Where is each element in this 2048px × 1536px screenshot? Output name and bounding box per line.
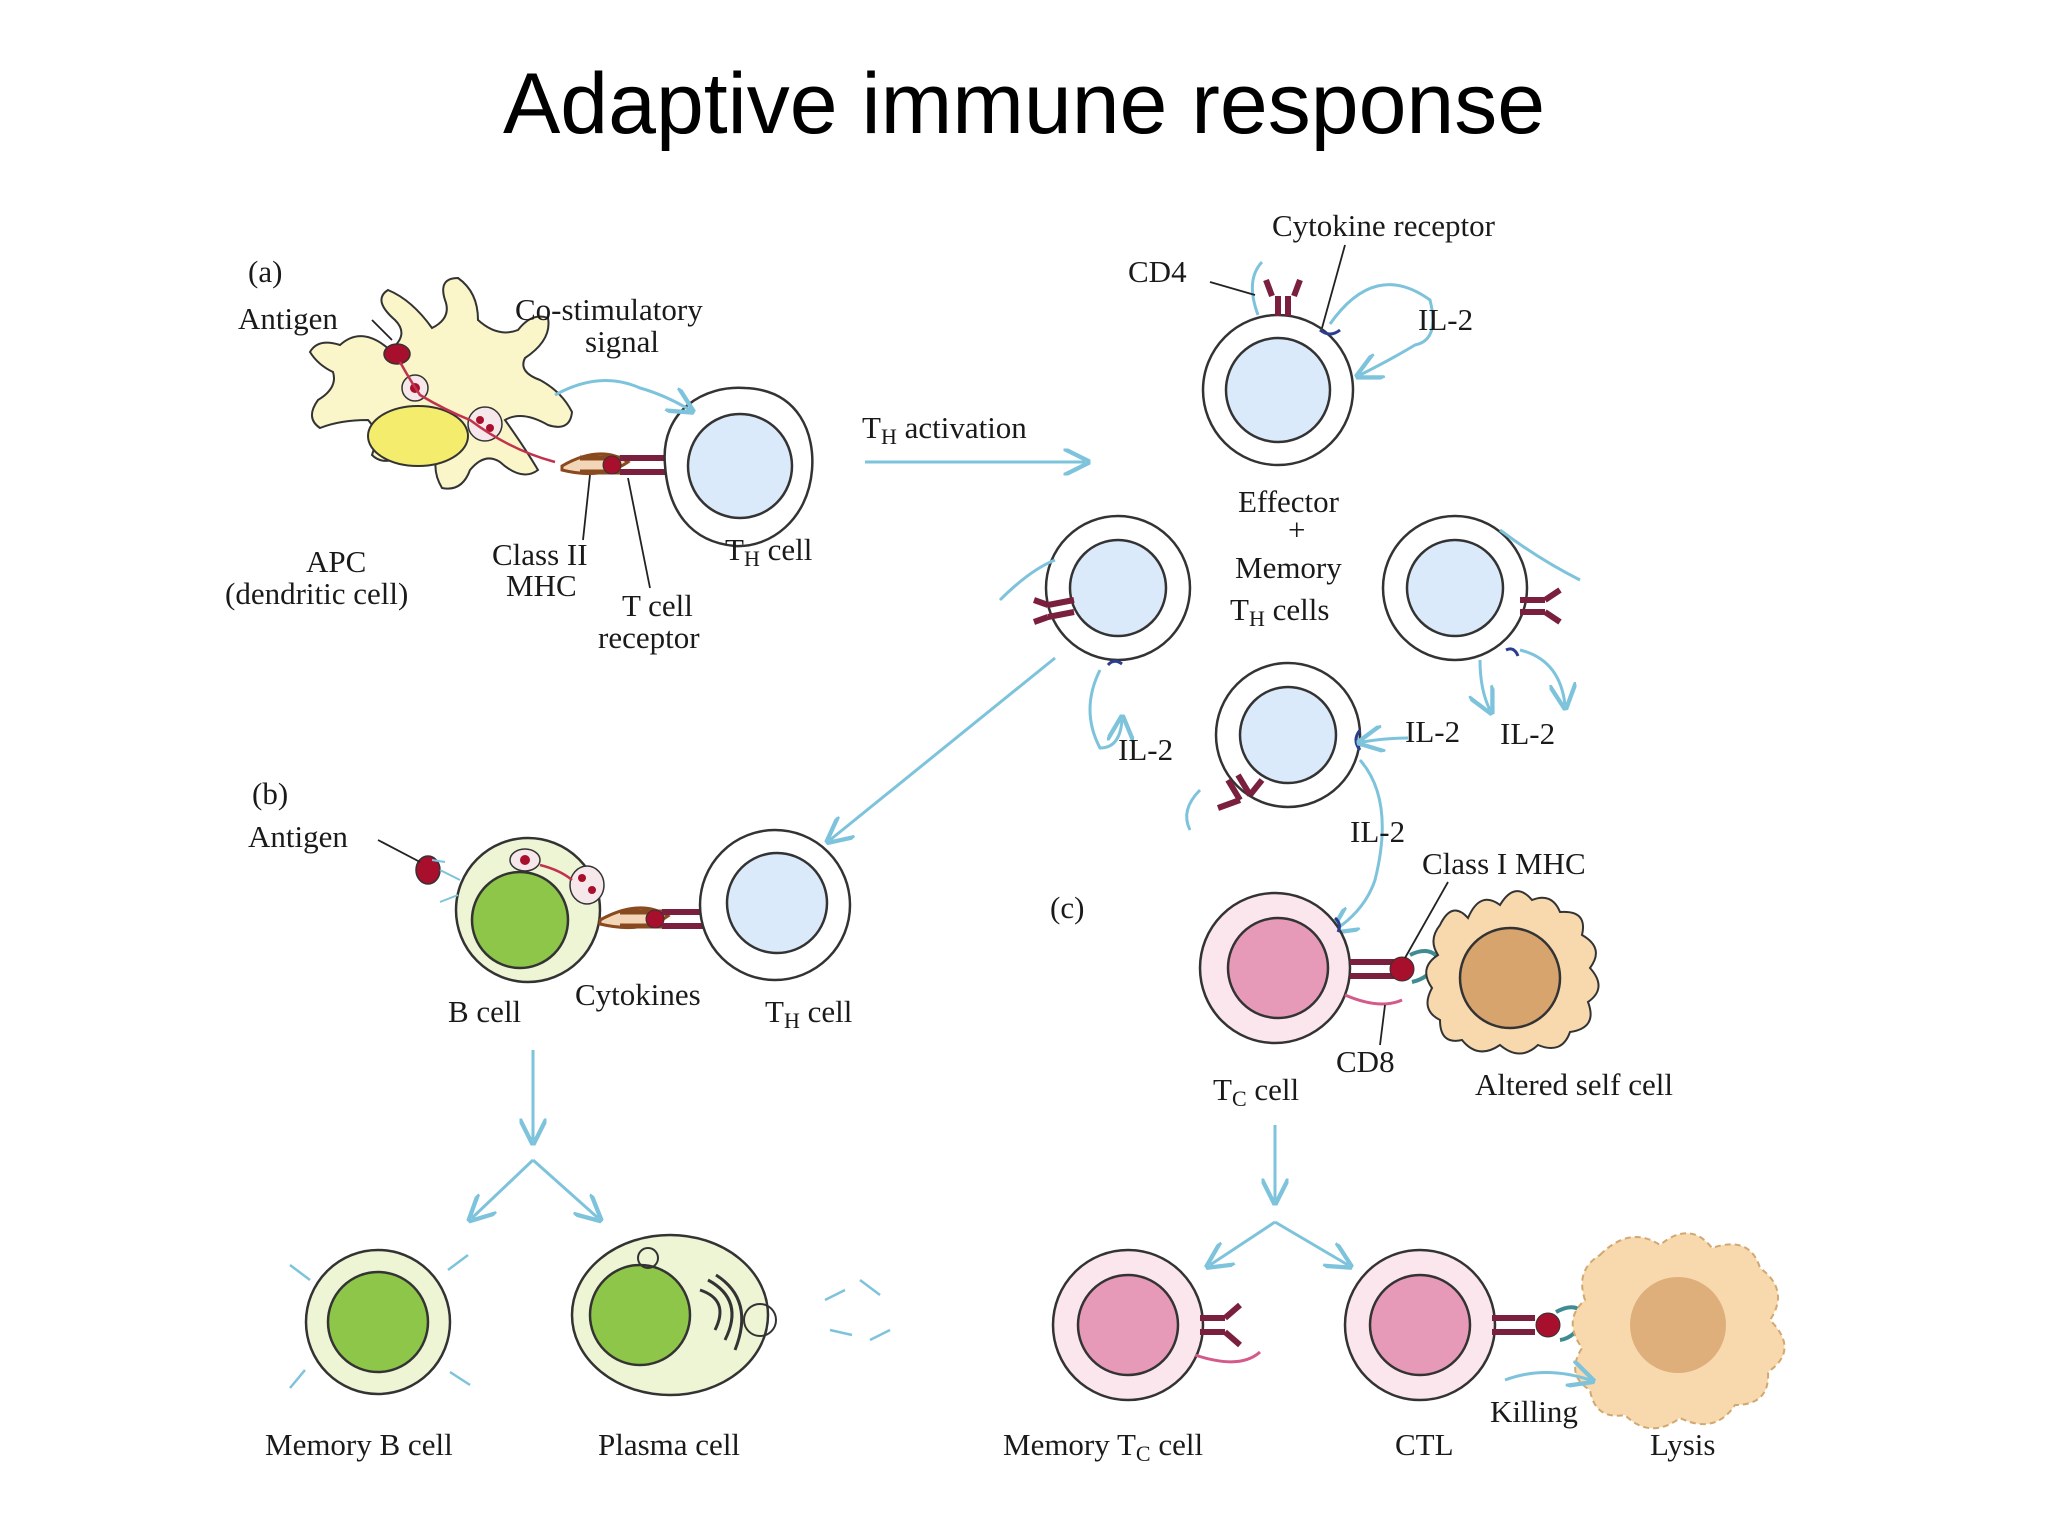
label-class2-1: Class II xyxy=(492,537,588,572)
label-class2-2: MHC xyxy=(506,568,577,603)
mhc2-tcr-complex-b xyxy=(598,906,705,930)
il2-loop-top xyxy=(1328,283,1435,375)
endosome-2 xyxy=(467,406,503,442)
label-class1: Class I MHC xyxy=(1422,846,1586,881)
tc-cell xyxy=(1198,891,1352,1045)
label-costim-1: Co-stimulatory xyxy=(515,292,703,327)
memory-tc-cell xyxy=(1051,1248,1262,1402)
label-lysis: Lysis xyxy=(1650,1427,1715,1462)
plasma-cell xyxy=(570,1233,891,1397)
label-tcr-1: T cell xyxy=(622,588,693,623)
b-cell xyxy=(431,836,605,984)
label-cd4: CD4 xyxy=(1128,254,1187,289)
panel-a xyxy=(308,260,1581,930)
label-effector-3: TH cells xyxy=(1230,592,1329,631)
label-th-cell-b: TH cell xyxy=(765,994,852,1033)
antigen-particle-a xyxy=(383,343,411,365)
apc-nucleus xyxy=(367,405,469,467)
label-panel-b: (b) xyxy=(252,776,288,811)
label-apc-2: (dendritic cell) xyxy=(225,576,408,611)
memory-b-cell xyxy=(289,1248,471,1396)
label-il2-down: IL-2 xyxy=(1350,814,1405,849)
label-tcr-2: receptor xyxy=(598,620,700,655)
label-effector-plus: + xyxy=(1288,512,1305,547)
th-cell-effector-right xyxy=(1381,514,1581,710)
label-il2-left: IL-2 xyxy=(1118,732,1173,767)
label-memory-tc: Memory TC cell xyxy=(1003,1427,1203,1466)
th-cell-effector-left xyxy=(998,514,1192,750)
label-b-cell: B cell xyxy=(448,994,521,1029)
th-cell-b xyxy=(698,828,852,982)
label-plasma: Plasma cell xyxy=(598,1427,740,1462)
label-effector-2: Memory xyxy=(1235,550,1342,585)
label-costim-2: signal xyxy=(585,324,659,359)
th-cell-effector-mid xyxy=(1185,661,1409,930)
mhc1-tcr-complex xyxy=(1344,949,1443,1006)
label-tc-cell: TC cell xyxy=(1213,1072,1299,1111)
label-cytokine-receptor: Cytokine receptor xyxy=(1272,208,1496,243)
label-cd8: CD8 xyxy=(1336,1044,1395,1079)
label-killing: Killing xyxy=(1490,1394,1578,1429)
label-ctl: CTL xyxy=(1395,1427,1454,1462)
label-antigen-a: Antigen xyxy=(238,301,338,336)
panel-c xyxy=(1051,890,1786,1430)
panel-b xyxy=(289,828,891,1397)
processing-path xyxy=(398,361,556,464)
label-il2-mid: IL-2 xyxy=(1405,714,1460,749)
label-th-activation: TH activation xyxy=(862,410,1027,449)
th-to-bcell-arrow xyxy=(830,656,1056,840)
label-th-cell-a: TH cell xyxy=(725,532,812,571)
slide-title: Adaptive immune response xyxy=(502,56,1546,152)
cytokine-receptor-top xyxy=(1319,328,1341,336)
label-apc-1: APC xyxy=(306,544,366,579)
label-il2-right: IL-2 xyxy=(1500,716,1555,751)
label-memory-b: Memory B cell xyxy=(265,1427,453,1462)
costim-arrow xyxy=(554,378,690,410)
killing-arrow xyxy=(1504,1373,1590,1381)
cd4-receptor xyxy=(1263,278,1303,316)
label-panel-c: (c) xyxy=(1050,890,1084,925)
label-effector-1: Effector xyxy=(1238,484,1340,519)
th-cell-a xyxy=(663,386,814,548)
mhc2-tcr-complex xyxy=(560,452,665,476)
label-il2-top: IL-2 xyxy=(1418,302,1473,337)
label-cytokines: Cytokines xyxy=(575,977,701,1012)
label-altered-self: Altered self cell xyxy=(1475,1067,1673,1102)
ctl-cell xyxy=(1343,1248,1588,1402)
label-panel-a: (a) xyxy=(248,254,282,289)
label-antigen-b: Antigen xyxy=(248,819,348,854)
th-cell-top xyxy=(1201,313,1355,467)
labels: (a) Antigen Co-stimulatory signal TH act… xyxy=(225,208,1715,1466)
